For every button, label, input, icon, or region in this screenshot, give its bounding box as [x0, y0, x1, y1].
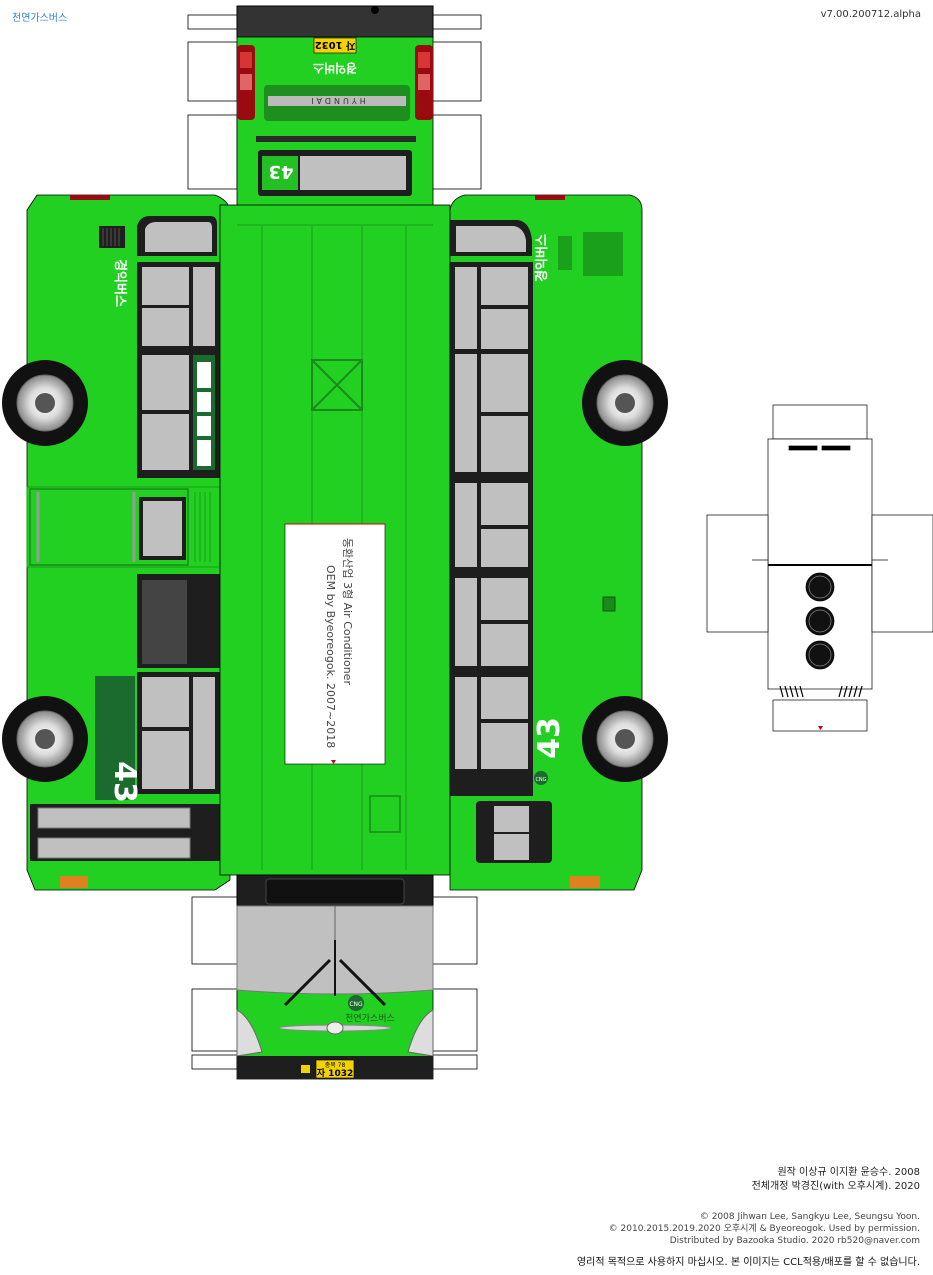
copyright-line-2: © 2010.2015.2019.2020 오후시계 & Byeoreogok.… [608, 1224, 920, 1234]
front-plate-bottom: 자 1032 [317, 1067, 353, 1079]
right-route-number: 43 [532, 717, 567, 759]
left-side-panel: 경익버스 43 [26, 194, 231, 891]
rear-plate: 자 1032 [315, 39, 356, 52]
wheel-left-front [2, 696, 88, 782]
front-cng-badge: CNG [349, 1001, 363, 1008]
version-label: v7.00.200712.alpha [820, 9, 921, 20]
roof-panel: 동환산업 3형 Air Conditioner OEM by Byeoreogo… [219, 204, 451, 876]
cng-badge: CNG [535, 777, 546, 783]
left-company-name: 경익버스 [112, 259, 128, 307]
wheel-right-front [582, 696, 668, 782]
copyright-block: © 2008 Jihwan Lee, Sangkyu Lee, Seungsu … [609, 1211, 920, 1247]
rear-route-number: 43 [268, 161, 293, 182]
ac-label-line2: OEM by Byeoreogok. 2007~2018 [324, 565, 337, 748]
rear-company-name: 경익버스 [313, 61, 357, 76]
right-company-name: 경익버스 [534, 234, 550, 282]
original-label: 원작 [777, 1167, 796, 1178]
front-plate-top: 충북 78 [325, 1061, 346, 1069]
wheel-right-rear [582, 360, 668, 446]
front-panel: CNG 천연가스버스 충북 78 자 1032 [236, 874, 434, 1080]
usage-notice: 영리적 목적으로 사용하지 마십시오. 본 이미지는 CCL적용/배포를 할 수… [576, 1257, 920, 1268]
original-names: 이상규 이지환 윤승수. 2008 [799, 1167, 920, 1178]
credits-block: 원작 이상규 이지환 윤승수. 2008 전체개정 박경진(with 오후시계)… [752, 1166, 920, 1194]
distributed-line: Distributed by Bazooka Studio. 2020 rb52… [669, 1236, 920, 1246]
ac-unit-net [706, 404, 933, 732]
front-fuel-label: 천연가스버스 [345, 1013, 395, 1024]
right-side-panel: 경익버스 43 CNG [449, 194, 643, 891]
wheel-left-rear [2, 360, 88, 446]
brand-label: HYUNDAI [308, 96, 366, 105]
revision-label: 전체개정 [751, 1181, 789, 1192]
ac-label-line1: 동환산업 3형 Air Conditioner [341, 538, 354, 685]
revision-names: 박경진(with 오후시계). 2020 [791, 1181, 920, 1192]
left-route-number: 43 [107, 761, 142, 803]
rear-panel: 자 1032 경익버스 HYUNDAI 43 [236, 5, 434, 212]
page-title: 천연가스버스 [12, 13, 68, 24]
copyright-line-1: © 2008 Jihwan Lee, Sangkyu Lee, Seungsu … [699, 1212, 920, 1222]
